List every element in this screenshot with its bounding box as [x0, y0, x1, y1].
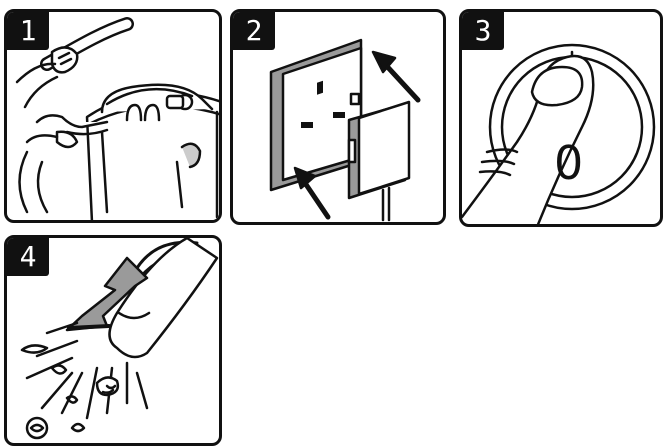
- step-4-number: 4: [7, 238, 49, 276]
- step-1-panel: 1: [4, 9, 222, 223]
- step-2-number: 2: [233, 12, 275, 50]
- step-3-number: 3: [462, 12, 504, 50]
- step-2-panel: 2: [230, 9, 446, 225]
- step-1-number: 1: [7, 12, 49, 50]
- switch-off-mark: 0: [554, 140, 583, 186]
- step-3-panel: 3 0: [459, 9, 663, 227]
- step-4-panel: 4: [4, 235, 222, 446]
